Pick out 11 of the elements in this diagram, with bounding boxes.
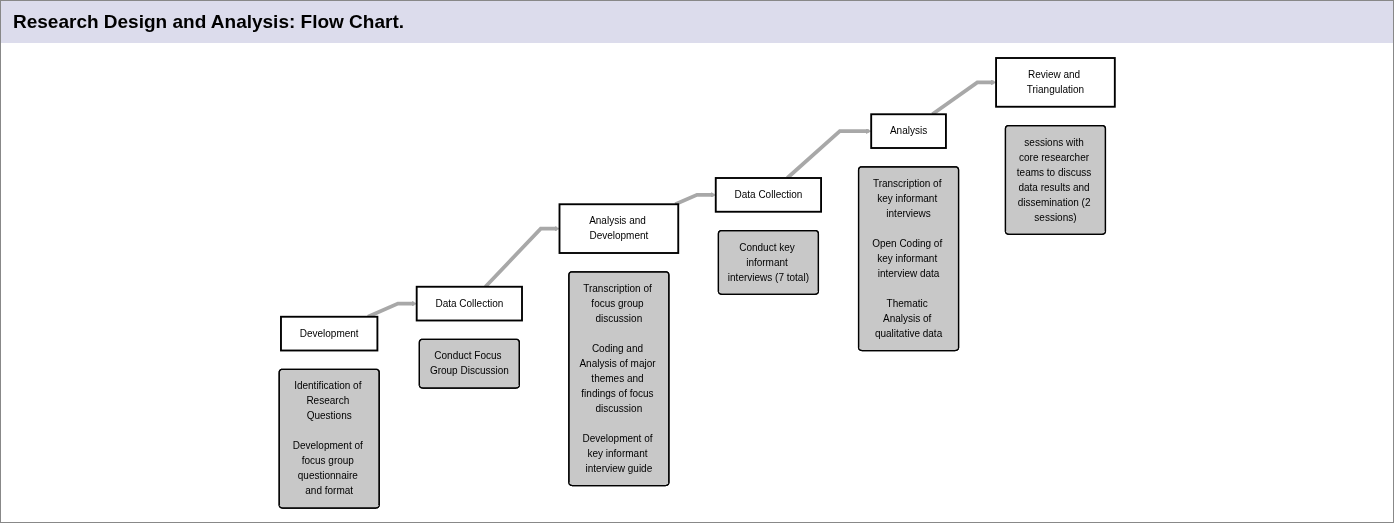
node-box: Data Collection [714, 176, 822, 213]
chart-title: Research Design and Analysis: Flow Chart. [1, 1, 1393, 43]
node-box: Development [280, 315, 379, 351]
arrow [367, 300, 417, 318]
node-box: Data Collection [415, 285, 523, 321]
arrow [484, 225, 560, 288]
node-box: Review and Triangulation [995, 56, 1116, 108]
node-box: Analysis [870, 112, 947, 149]
node-box: Analysis and Development [558, 202, 680, 254]
arrow [786, 127, 872, 179]
arrow [674, 191, 716, 206]
